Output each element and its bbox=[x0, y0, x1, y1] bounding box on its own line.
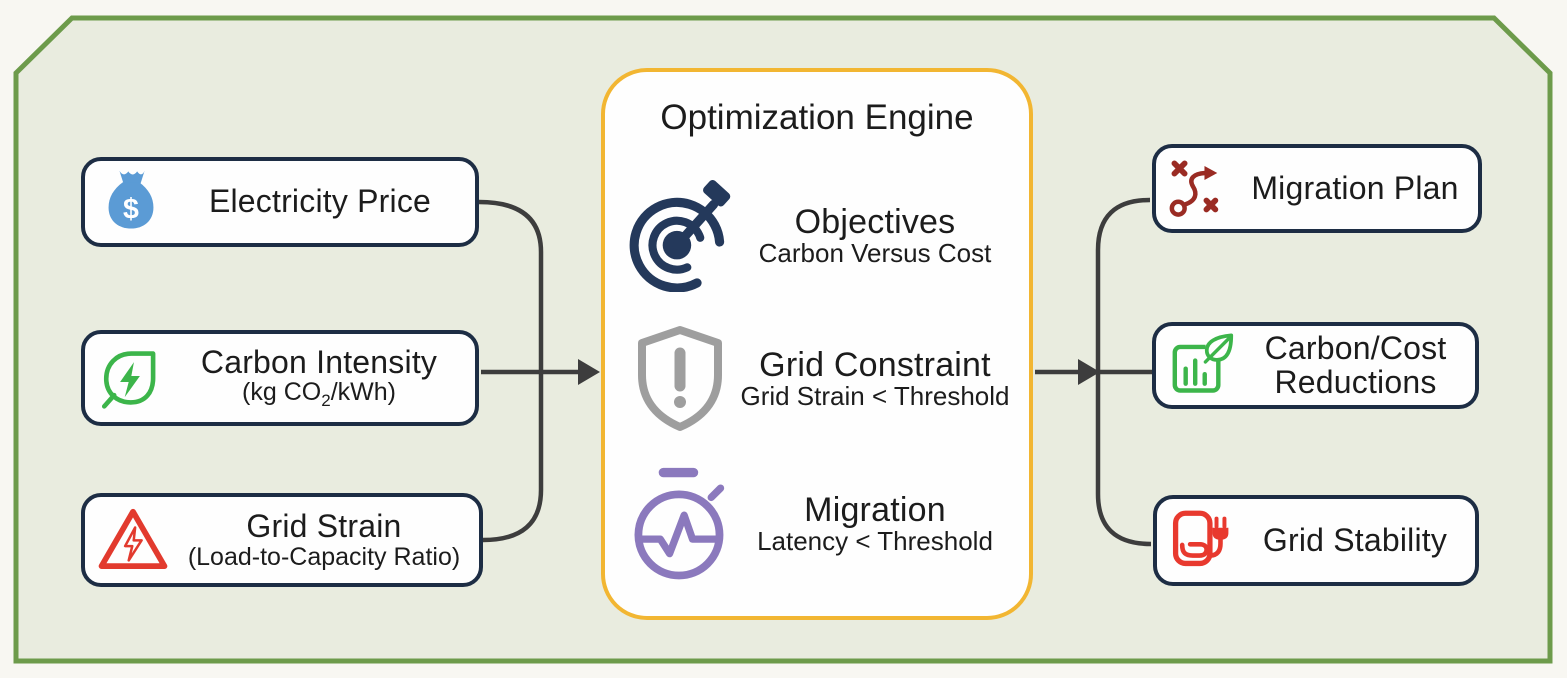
charging-station-icon bbox=[1169, 508, 1235, 574]
stopwatch-pulse-icon bbox=[621, 465, 739, 583]
input-node-carbon-intensity: Carbon Intensity (kg CO2/kWh) bbox=[81, 330, 479, 426]
output-label: Migration Plan bbox=[1251, 169, 1459, 206]
input-label: Grid Strain bbox=[246, 508, 402, 545]
input-sublabel: (kg CO2/kWh) bbox=[242, 378, 396, 411]
engine-item-sublabel: Latency < Threshold bbox=[757, 526, 993, 557]
money-bag-icon: $ bbox=[97, 168, 165, 236]
leaf-energy-icon bbox=[97, 345, 163, 411]
engine-title: Optimization Engine bbox=[660, 98, 974, 137]
engine-item-label: Grid Constraint bbox=[759, 345, 991, 384]
output-node-grid-stability: Grid Stability bbox=[1153, 495, 1479, 586]
eco-chart-icon bbox=[1168, 332, 1236, 400]
strategy-path-icon bbox=[1168, 157, 1232, 221]
engine-item-label: Migration bbox=[804, 490, 946, 529]
input-sublabel: (Load-to-Capacity Ratio) bbox=[187, 542, 461, 571]
output-node-migration-plan: Migration Plan bbox=[1152, 144, 1482, 233]
engine-row-migration: Migration Latency < Threshold bbox=[621, 460, 1015, 588]
arrowhead-into-engine bbox=[578, 359, 600, 385]
engine-item-label: Objectives bbox=[794, 202, 956, 241]
engine-item-sublabel: Grid Strain < Threshold bbox=[740, 381, 1010, 412]
output-label: Carbon/Cost Reductions bbox=[1264, 329, 1447, 400]
connector-left-merge bbox=[478, 199, 544, 543]
output-node-carbon-cost-reductions: Carbon/Cost Reductions bbox=[1152, 322, 1479, 409]
shield-exclamation-icon bbox=[621, 318, 739, 440]
input-label: Carbon Intensity bbox=[200, 343, 438, 380]
engine-row-grid-constraint: Grid Constraint Grid Strain < Threshold bbox=[621, 315, 1015, 443]
arrowhead-out-of-engine bbox=[1078, 359, 1100, 385]
target-icon bbox=[621, 180, 739, 292]
connector-right-branch bbox=[1095, 197, 1152, 547]
engine-row-objectives: Objectives Carbon Versus Cost bbox=[621, 172, 1015, 300]
input-node-grid-strain: Grid Strain (Load-to-Capacity Ratio) bbox=[81, 493, 483, 587]
output-label: Grid Stability bbox=[1262, 521, 1448, 558]
optimization-engine-panel: Optimization Engine Objectives Carbon Ve… bbox=[601, 68, 1033, 620]
engine-item-sublabel: Carbon Versus Cost bbox=[758, 238, 992, 269]
input-node-electricity-price: $ Electricity Price bbox=[81, 157, 479, 247]
svg-text:$: $ bbox=[123, 193, 139, 225]
warning-triangle-icon bbox=[97, 506, 169, 574]
input-label: Electricity Price bbox=[208, 183, 432, 220]
